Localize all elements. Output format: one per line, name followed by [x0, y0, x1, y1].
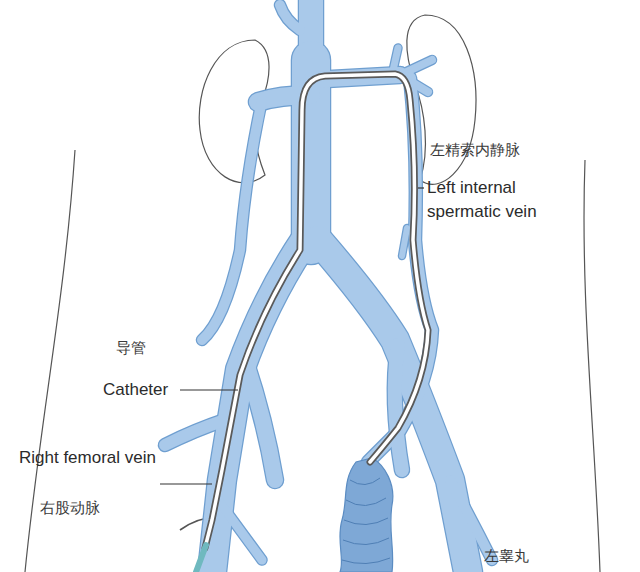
vein	[395, 345, 402, 470]
plexus-hatching	[342, 478, 390, 564]
leader-lines	[160, 188, 424, 484]
vein	[202, 100, 262, 340]
vein	[395, 345, 402, 470]
label-text: 右股动脉	[40, 496, 140, 520]
pampiniform-plexus	[340, 458, 393, 572]
catheter	[196, 74, 428, 572]
vein	[165, 420, 225, 445]
vein	[245, 360, 275, 480]
vein	[245, 360, 275, 480]
vein	[318, 240, 468, 572]
label-text: 左精索内静脉	[430, 138, 590, 162]
vein	[400, 60, 432, 75]
veins	[165, 0, 492, 572]
label-text: 导管	[116, 336, 176, 360]
vein	[280, 5, 300, 30]
vein	[368, 78, 432, 462]
label-text: Left internal spermatic vein	[427, 176, 577, 224]
vein	[402, 228, 407, 256]
vein	[402, 228, 407, 256]
vein	[280, 5, 300, 30]
vein	[400, 60, 432, 75]
body-outline	[25, 15, 600, 572]
label-text: Right femoral vein	[8, 446, 156, 470]
label-text: 左睾丸	[484, 544, 564, 568]
vein	[218, 500, 262, 560]
label-text: Catheter	[103, 378, 179, 402]
vein	[318, 240, 468, 572]
